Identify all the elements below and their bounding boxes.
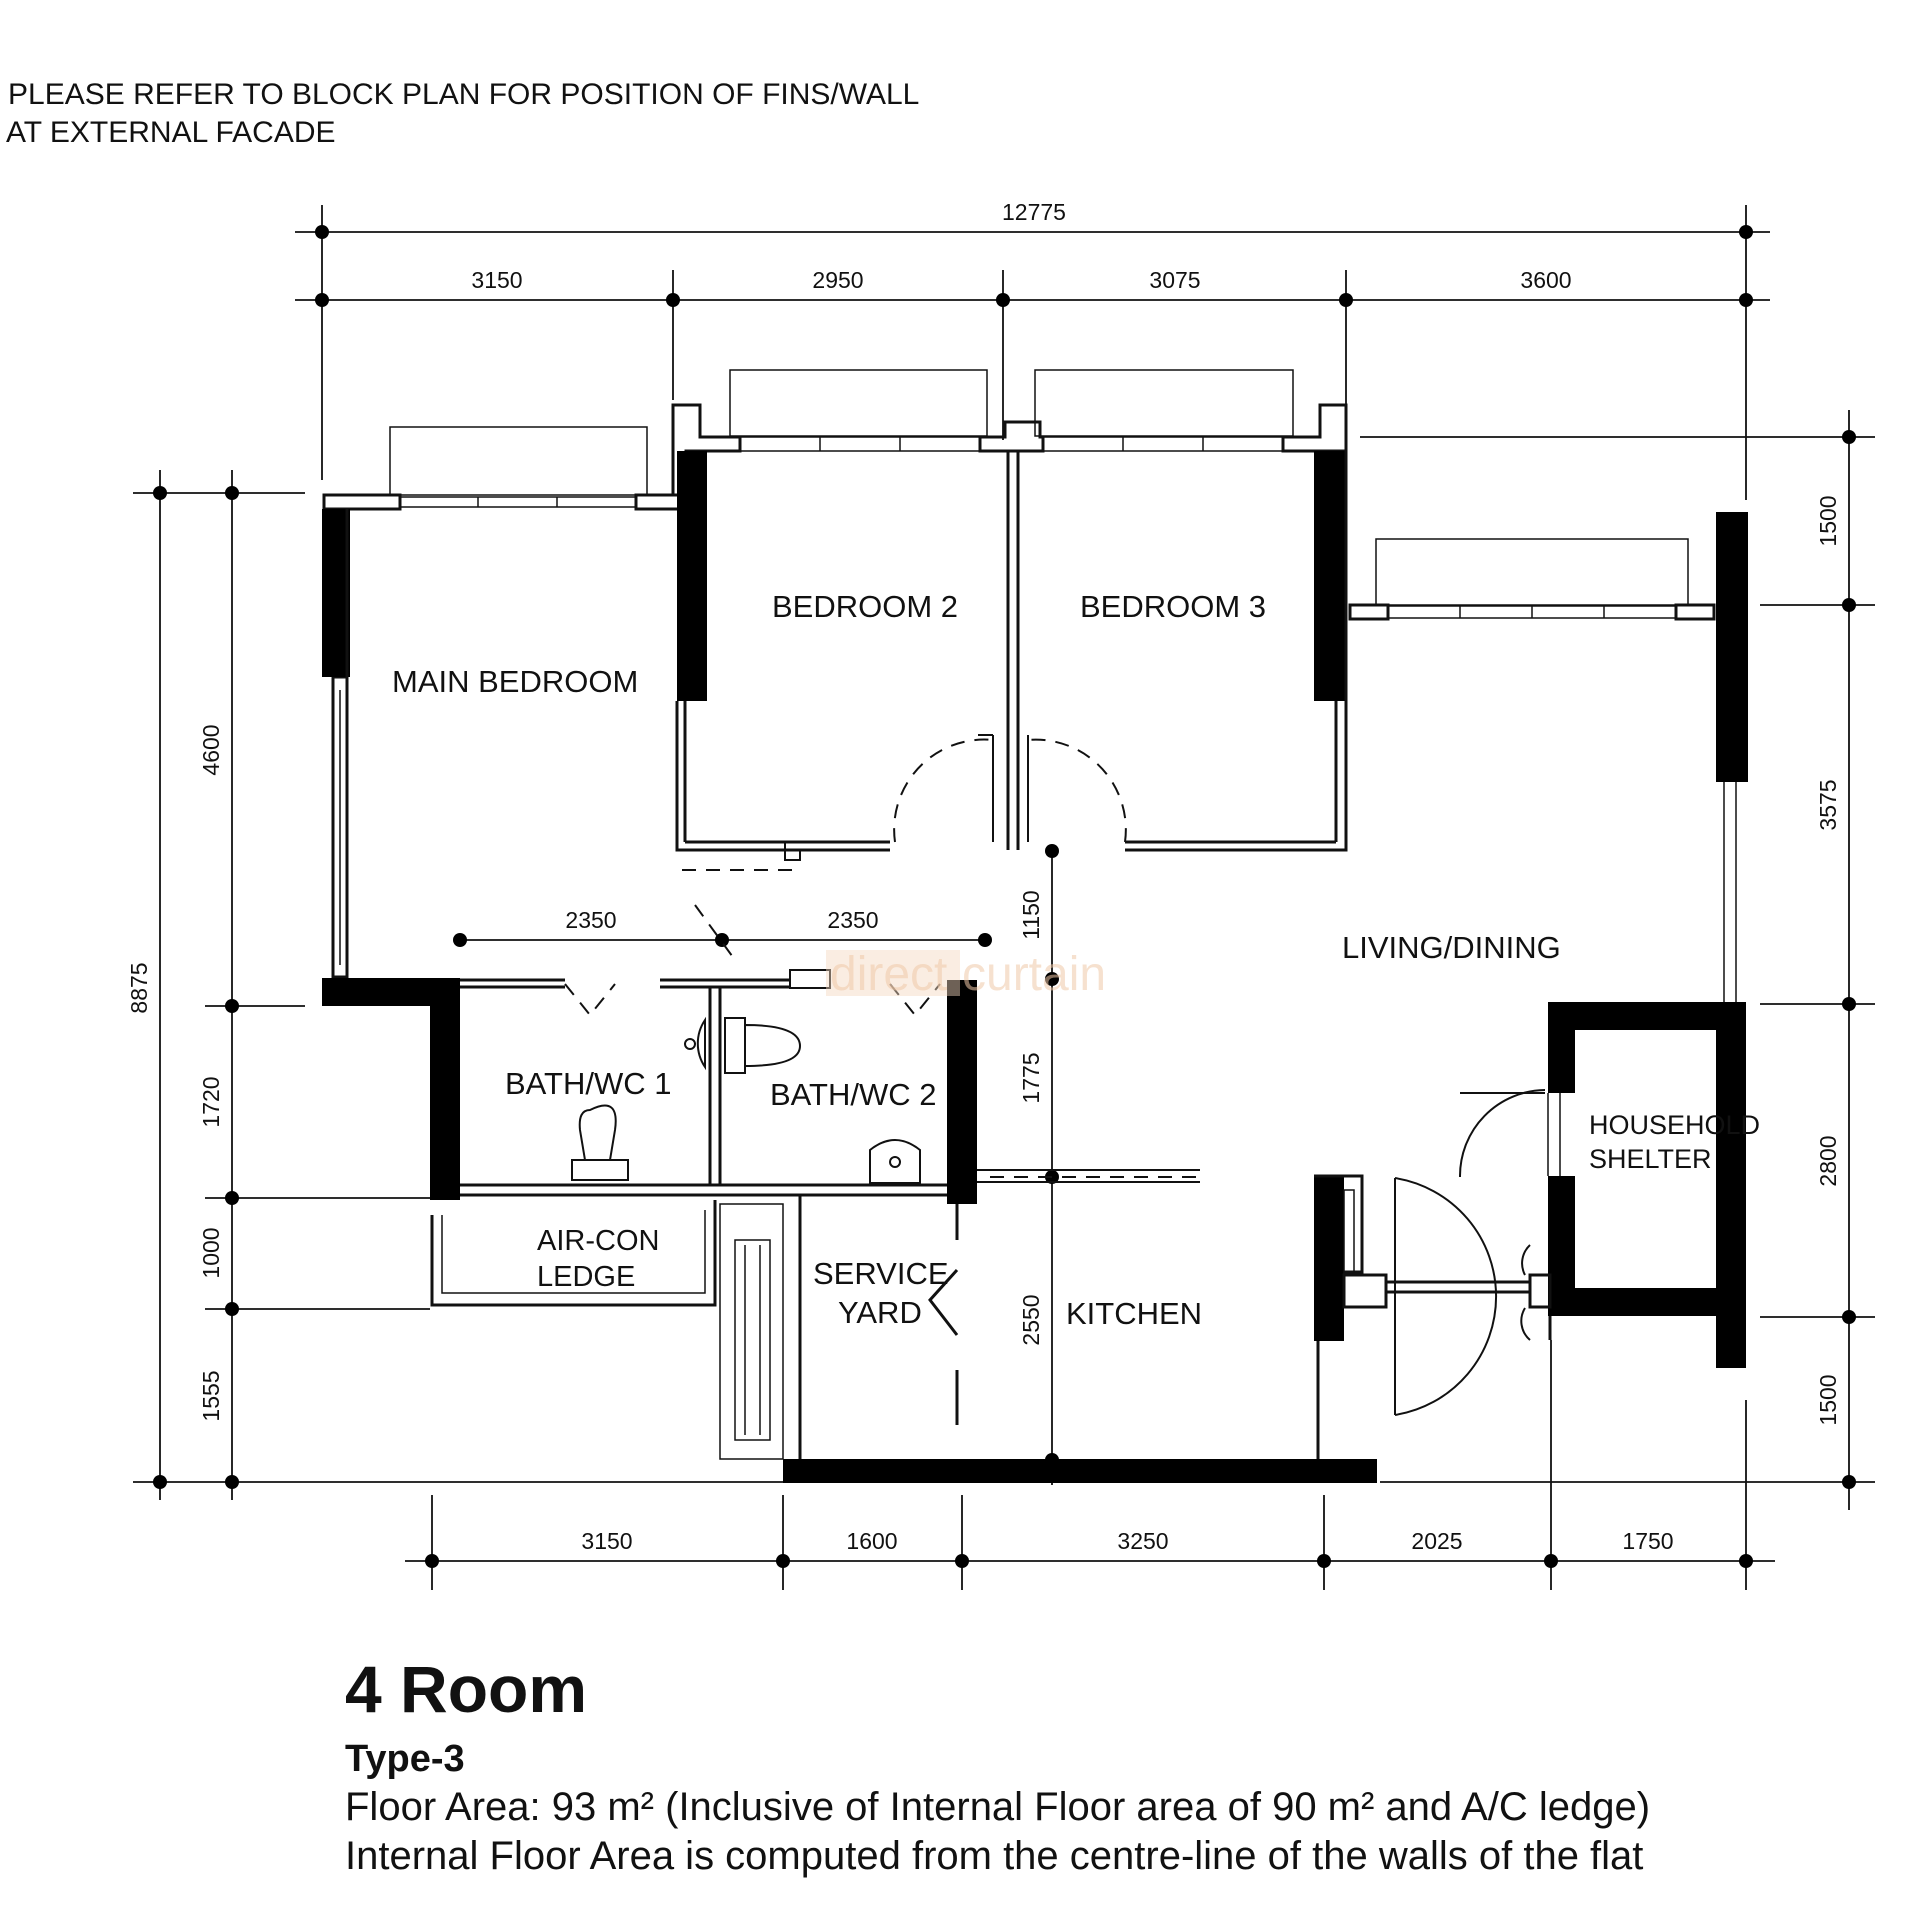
dim-left-2: 1720 <box>198 1076 224 1127</box>
walls <box>322 403 1748 1483</box>
room-label-bedroom-2: BEDROOM 2 <box>772 589 958 624</box>
doors <box>564 734 1546 1416</box>
dim-inner-v3: 2550 <box>1018 1294 1044 1345</box>
caption-internal-area: Internal Floor Area is computed from the… <box>345 1834 1644 1879</box>
windows <box>322 369 1737 1003</box>
dim-right-1: 1500 <box>1815 495 1841 546</box>
dim-inner-h1: 2350 <box>565 907 616 933</box>
dim-left-4: 1555 <box>198 1370 224 1421</box>
room-label-aircon: AIR-CON <box>537 1225 659 1257</box>
dim-bottom-1: 3150 <box>581 1528 632 1554</box>
dim-left-1: 4600 <box>198 724 224 775</box>
dimension-bottom: 3150 1600 3250 2025 1750 <box>405 1340 1775 1590</box>
dim-inner-v2: 1775 <box>1018 1052 1044 1103</box>
dimension-top: 12775 3150 2950 3075 3600 <box>295 199 1770 500</box>
dimension-left: 8875 4600 1720 1000 1555 <box>126 470 785 1500</box>
caption-title: 4 Room <box>345 1652 588 1726</box>
dim-left-total: 8875 <box>126 962 152 1013</box>
plan-caption: 4 Room Type-3 Floor Area: 93 m² (Inclusi… <box>345 1652 1651 1879</box>
dim-right-3: 2800 <box>1815 1135 1841 1186</box>
room-label-household: HOUSEHOLD <box>1589 1110 1760 1140</box>
facade-note-line2: AT EXTERNAL FACADE <box>6 116 336 149</box>
watermark-direct: direct <box>830 948 947 1001</box>
room-label-main-bedroom: MAIN BEDROOM <box>392 664 638 699</box>
dim-top-3: 3075 <box>1149 267 1200 293</box>
dim-bottom-3: 3250 <box>1117 1528 1168 1554</box>
dim-bottom-5: 1750 <box>1622 1528 1673 1554</box>
dim-top-1: 3150 <box>471 267 522 293</box>
dim-top-total: 12775 <box>1002 199 1066 225</box>
dimension-inner: 2350 2350 1150 1775 2550 <box>453 844 1059 1485</box>
caption-type: Type-3 <box>345 1738 465 1781</box>
dim-right-4: 1500 <box>1815 1374 1841 1425</box>
room-label-living-dining: LIVING/DINING <box>1342 930 1561 965</box>
dim-top-2: 2950 <box>812 267 863 293</box>
room-label-bath-wc-1: BATH/WC 1 <box>505 1066 672 1101</box>
dim-left-3: 1000 <box>198 1227 224 1278</box>
room-label-yard: YARD <box>838 1295 922 1330</box>
bathroom-fixtures <box>571 969 921 1184</box>
dimension-right: 1500 3575 2800 1500 <box>1360 410 1875 1510</box>
room-label-bedroom-3: BEDROOM 3 <box>1080 589 1266 624</box>
dim-bottom-2: 1600 <box>846 1528 897 1554</box>
dim-right-2: 3575 <box>1815 779 1841 830</box>
room-label-kitchen: KITCHEN <box>1066 1296 1202 1331</box>
room-label-bath-wc-2: BATH/WC 2 <box>770 1077 937 1112</box>
room-label-service: SERVICE <box>813 1256 949 1291</box>
dim-inner-v1: 1150 <box>1018 890 1044 939</box>
room-label-shelter: SHELTER <box>1589 1144 1712 1174</box>
dim-bottom-4: 2025 <box>1411 1528 1462 1554</box>
watermark-box <box>826 950 960 996</box>
caption-floor-area: Floor Area: 93 m² (Inclusive of Internal… <box>345 1785 1651 1830</box>
watermark-curtain: curtain <box>962 948 1106 1001</box>
room-label-ledge: LEDGE <box>537 1261 635 1293</box>
dim-inner-h2: 2350 <box>827 907 878 933</box>
facade-note-line1: PLEASE REFER TO BLOCK PLAN FOR POSITION … <box>8 78 919 111</box>
dim-top-4: 3600 <box>1520 267 1571 293</box>
